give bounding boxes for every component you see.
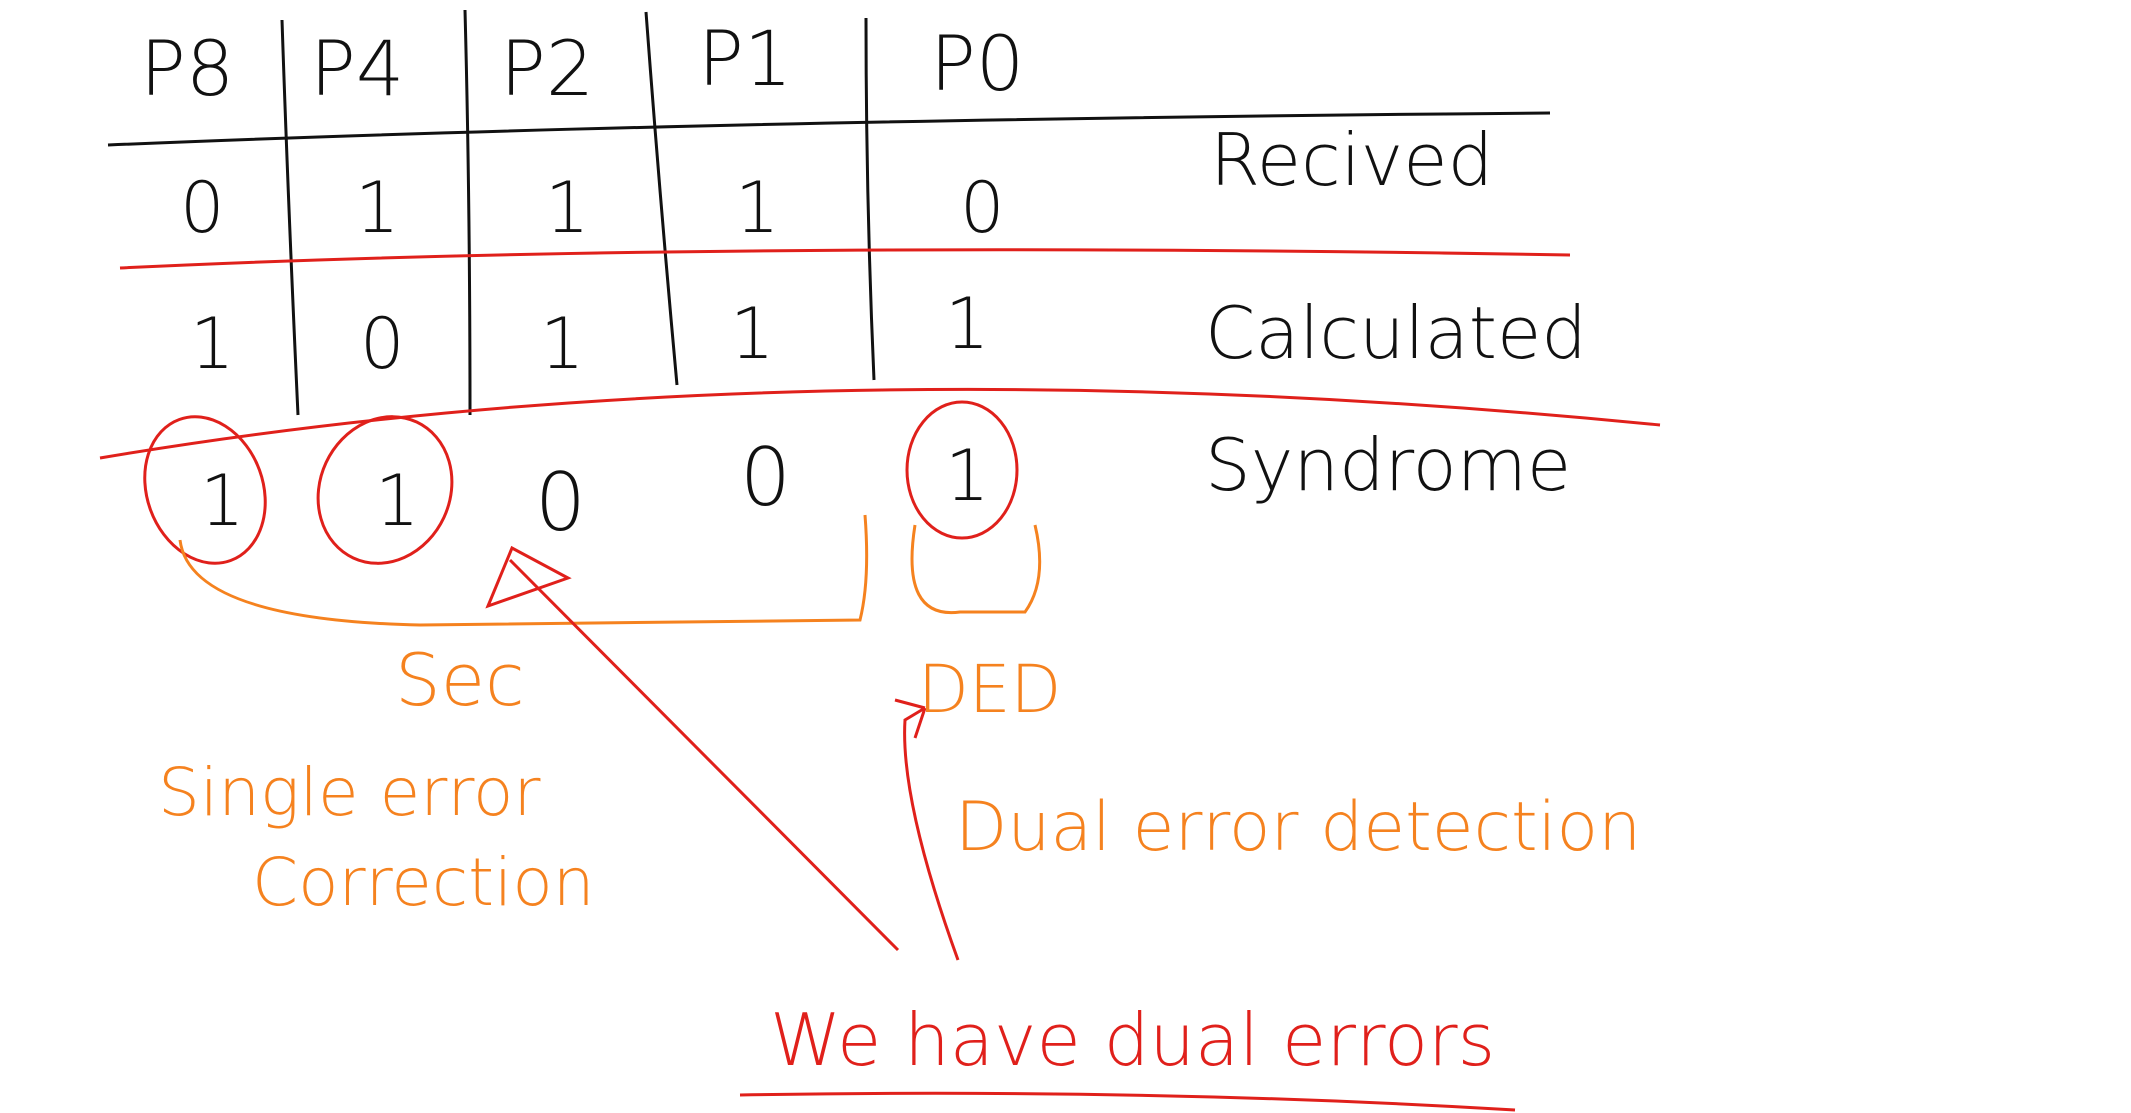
conclusion-arrow-to-sec xyxy=(508,558,900,952)
column-divider-1 xyxy=(280,19,300,416)
syndrome-p4-circle xyxy=(316,415,454,565)
header-p1: P1 xyxy=(698,14,792,103)
syndrome-p4: 1 xyxy=(375,460,420,542)
syndrome-p0: 1 xyxy=(945,435,990,517)
syndrome-p2: 0 xyxy=(535,456,586,549)
sec-description-line1: Single error xyxy=(158,754,541,831)
syndrome-p8-circle xyxy=(143,415,267,565)
ded-description: Dual error detection xyxy=(955,788,1641,867)
row-label-calculated: Calculated xyxy=(1205,291,1587,375)
conclusion-underline xyxy=(739,1091,1516,1112)
column-divider-2 xyxy=(463,9,472,416)
received-p1: 1 xyxy=(735,167,780,249)
column-divider-3 xyxy=(644,11,679,386)
header-p8: P8 xyxy=(140,24,234,113)
row-divider-1 xyxy=(119,248,1571,270)
calculated-p4: 0 xyxy=(360,303,405,385)
calculated-p0: 1 xyxy=(945,283,990,365)
received-p8: 0 xyxy=(180,167,225,249)
column-divider-4 xyxy=(864,17,876,381)
conclusion-arrow-to-sec-head xyxy=(485,545,572,609)
header-p4: P4 xyxy=(310,24,404,113)
received-p0: 0 xyxy=(960,167,1005,249)
row-divider-2 xyxy=(99,387,1661,460)
syndrome-p0-circle xyxy=(905,400,1019,540)
header-p2: P2 xyxy=(500,24,594,113)
ded-brace xyxy=(910,524,1042,615)
calculated-p1: 1 xyxy=(730,293,775,375)
syndrome-p1: 0 xyxy=(740,431,791,524)
calculated-p8: 1 xyxy=(190,303,235,385)
received-p4: 1 xyxy=(355,167,400,249)
header-p0: P0 xyxy=(930,19,1024,108)
header-divider xyxy=(107,111,1551,147)
conclusion-text: We have dual errors xyxy=(770,998,1495,1082)
conclusion-arrow-to-ded-head xyxy=(894,698,927,739)
conclusion-arrow-to-ded xyxy=(903,706,960,961)
received-p2: 1 xyxy=(545,167,590,249)
row-label-syndrome: Syndrome xyxy=(1205,423,1571,507)
ded-label: DED xyxy=(918,651,1061,728)
calculated-p2: 1 xyxy=(540,303,585,385)
row-label-received: Recived xyxy=(1210,118,1493,202)
sec-brace xyxy=(178,514,869,627)
sec-label: Sec xyxy=(395,638,525,722)
sec-description-line2: Correction xyxy=(252,844,595,921)
syndrome-p8: 1 xyxy=(200,460,245,542)
